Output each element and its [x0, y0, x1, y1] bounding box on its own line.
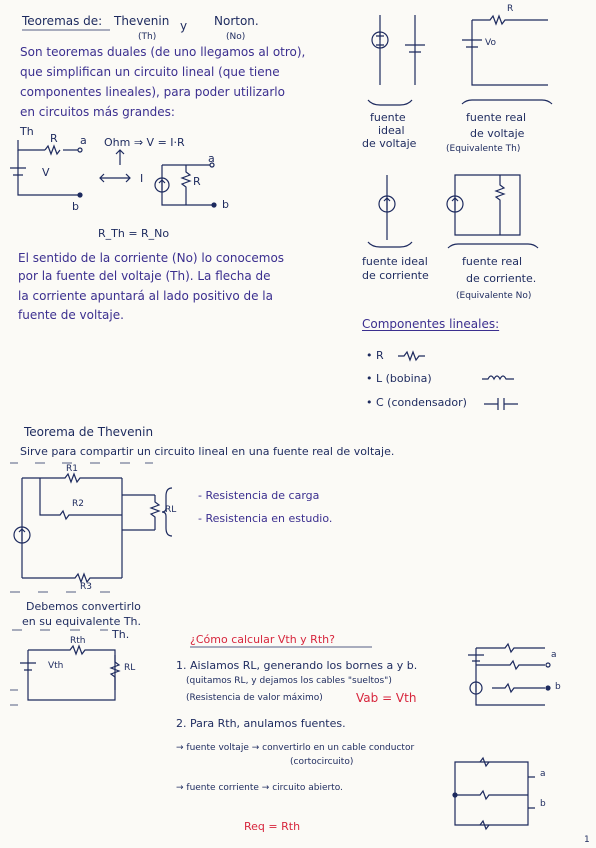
header-teoremas: Teoremas de: — [22, 14, 103, 28]
header-no-abbr: (No) — [226, 32, 246, 42]
terminal-a2-label: a — [540, 769, 546, 779]
ideal-voltage-label-1: fuente — [370, 111, 406, 124]
real-current-label-2: de corriente. — [466, 272, 537, 285]
thevenin-equivalent-circuit — [10, 644, 121, 706]
load-resistance-1: - Resistencia de carga — [198, 489, 320, 502]
thevenin-basic-circuit — [10, 140, 83, 198]
r3-label: R3 — [80, 582, 92, 592]
component-l: • L (bobina) — [366, 372, 432, 385]
ideal-voltage-label-3: de voltaje — [362, 137, 417, 150]
load-resistance-2: - Resistencia en estudio. — [198, 512, 333, 525]
ideal-current-source — [367, 175, 413, 248]
intro-line-2: que simplifican un circuito lineal (que … — [20, 65, 280, 79]
norton-a-label: a — [208, 152, 215, 165]
real-current-label-1: fuente real — [462, 255, 523, 268]
intro-line-3: componentes lineales), para poder utiliz… — [20, 85, 285, 99]
voltage-rule-2: (cortocircuito) — [290, 757, 354, 767]
real-current-label-3: (Equivalente No) — [456, 291, 532, 301]
intro-line-4: en circuitos más grandes: — [20, 105, 175, 119]
component-r: • R — [366, 349, 384, 362]
header-y: y — [180, 19, 188, 33]
norton-i-label: I — [140, 172, 144, 185]
current-rule: → fuente corriente → circuito abierto. — [176, 783, 343, 793]
how-title: ¿Cómo calcular Vth y Rth? — [190, 633, 335, 646]
ideal-current-label-2: de corriente — [362, 269, 429, 282]
th-v-label: V — [42, 166, 50, 179]
convert-line-2: en su equivalente Th. — [22, 615, 142, 628]
thevenin-desc: Sirve para compartir un circuito lineal … — [20, 445, 395, 458]
real-voltage-label-2: de voltaje — [470, 127, 525, 140]
real-voltage-label-1: fuente real — [466, 111, 527, 124]
direction-line-3: la corriente apuntará al lado positivo d… — [18, 289, 273, 303]
how-step-1b: (quitamos RL, y dejamos los cables "suel… — [186, 676, 392, 686]
header-th-abbr: (Th) — [138, 32, 157, 42]
header-thevenin: Thevenin — [114, 14, 170, 28]
voltage-rule: → fuente voltaje → convertirlo en un cab… — [176, 743, 415, 753]
terminal-b-label: b — [555, 682, 561, 692]
norton-r-label: R — [193, 175, 201, 188]
ideal-current-label-1: fuente ideal — [362, 255, 428, 268]
norton-b-label: b — [222, 198, 229, 211]
vo-label: Vo — [485, 38, 496, 48]
th-a-label: a — [80, 134, 87, 147]
th-dot-label: Th. — [112, 628, 130, 641]
thevenin-network-circuit — [10, 462, 173, 593]
th-r-label: R — [50, 132, 58, 145]
direction-line-4: fuente de voltaje. — [18, 308, 124, 322]
ideal-voltage-source — [367, 15, 425, 106]
real-current-source — [446, 174, 539, 249]
convert-line-1: Debemos convertirlo — [26, 600, 141, 613]
rth-label: Rth — [70, 636, 86, 646]
resistance-equivalent-circuit — [452, 756, 535, 831]
terminal-a-label: a — [551, 650, 557, 660]
vab-equals-vth: Vab = Vth — [356, 691, 417, 705]
rl2-label: RL — [124, 663, 136, 673]
r1-label: R1 — [66, 464, 78, 474]
vth-label: Vth — [48, 661, 64, 671]
components-title: Componentes lineales: — [362, 317, 500, 331]
component-c: • C (condensador) — [366, 396, 467, 409]
how-step-1: 1. Aislamos RL, generando los bornes a y… — [176, 659, 418, 672]
header-norton: Norton. — [214, 14, 259, 28]
real-voltage-r-label: R — [507, 4, 514, 14]
how-step-2: 2. Para Rth, anulamos fuentes. — [176, 717, 346, 730]
real-voltage-label-3: (Equivalente Th) — [446, 144, 521, 154]
rth-rno-equivalence: R_Th = R_No — [98, 227, 170, 240]
direction-line-1: El sentido de la corriente (No) lo conoc… — [18, 251, 285, 265]
how-step-1c: (Resistencia de valor máximo) — [186, 693, 323, 703]
page-number: 1 — [584, 835, 590, 845]
ideal-voltage-label-2: ideal — [378, 124, 405, 137]
intro-line-1: Son teoremas duales (de uno llegamos al … — [20, 45, 306, 59]
direction-line-2: por la fuente del voltaje (Th). La flech… — [18, 269, 271, 283]
req-equals-rth: Req = Rth — [244, 820, 301, 833]
norton-basic-circuit — [154, 162, 217, 208]
ohm-law: Ohm ⇒ V = I·R — [104, 136, 185, 149]
rl-label: RL — [165, 505, 177, 515]
th-b-label: b — [72, 200, 79, 213]
thevenin-title: Teorema de Thevenin — [24, 425, 154, 439]
th-label: Th — [20, 125, 34, 138]
real-voltage-source — [461, 14, 553, 105]
terminal-b2-label: b — [540, 799, 546, 809]
r2-label: R2 — [72, 499, 84, 509]
isolated-terminals-circuit — [468, 642, 551, 706]
